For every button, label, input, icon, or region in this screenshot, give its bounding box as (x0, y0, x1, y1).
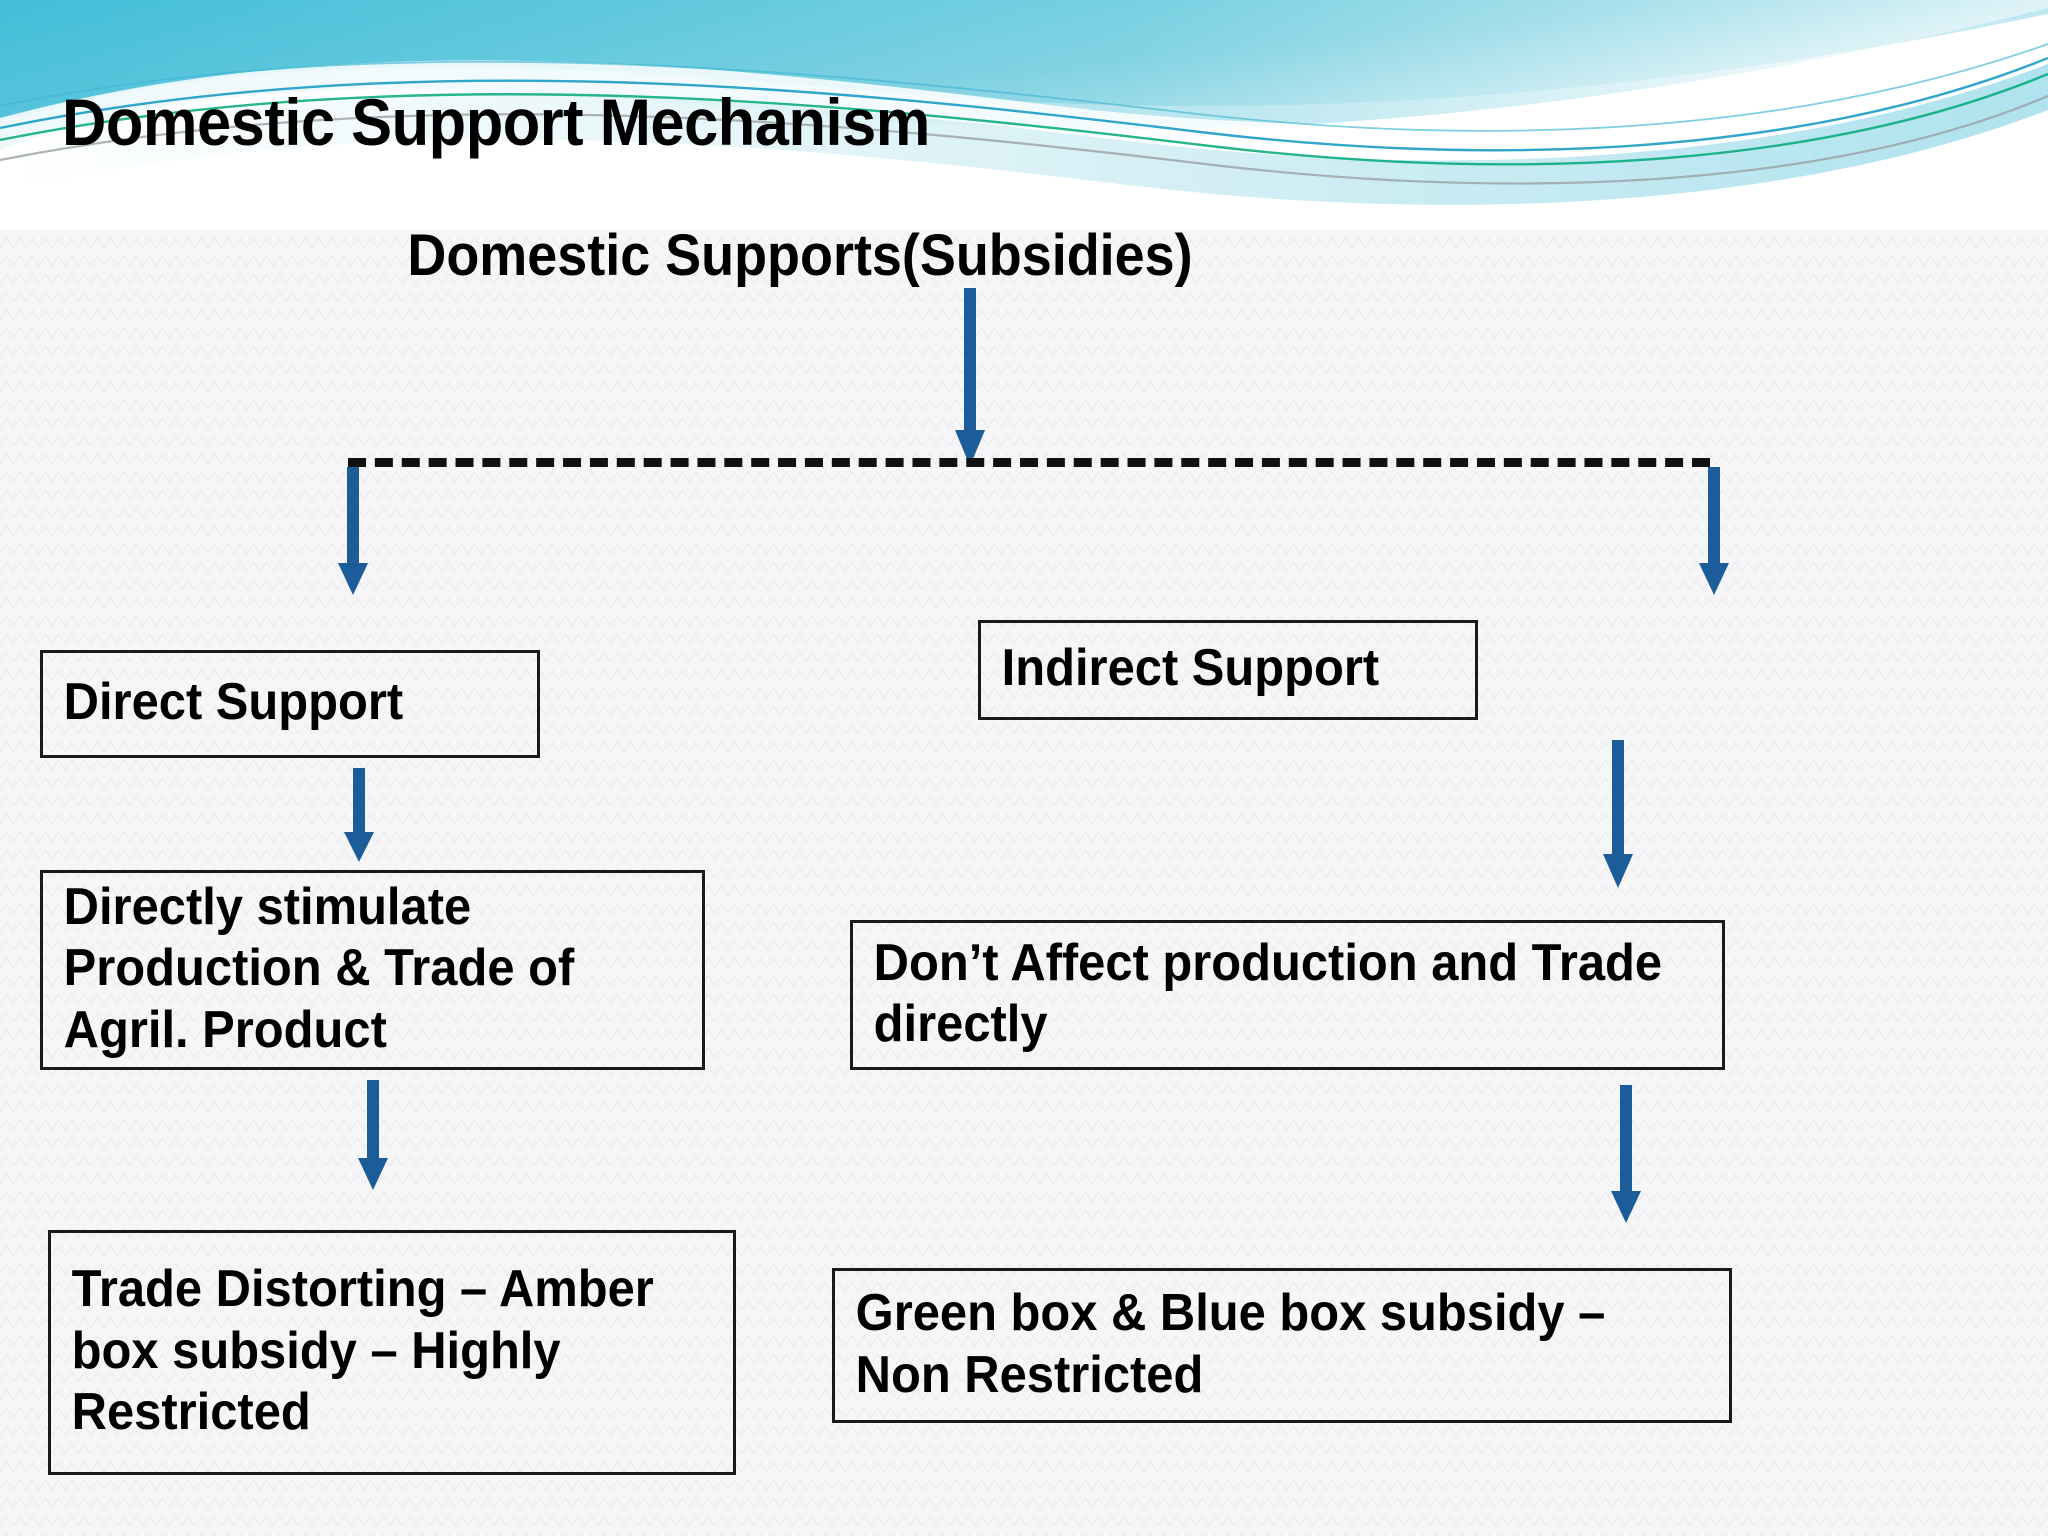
page-subtitle: Domestic Supports(Subsidies) (407, 223, 1193, 288)
node-trade-distorting: Trade Distorting – Amber box subsidy – H… (48, 1230, 736, 1475)
direct-to-stimulate-arrow-icon (344, 768, 374, 862)
node-directly-stimulate-label: Directly stimulate Production & Trade of… (63, 877, 575, 1059)
node-green-blue-label: Green box & Blue box subsidy – Non Restr… (855, 1284, 1606, 1404)
node-trade-distorting-label: Trade Distorting – Amber box subsidy – H… (71, 1260, 654, 1442)
split-dashed-connector (348, 458, 1710, 467)
node-dont-affect: Don’t Affect production and Trade direct… (850, 920, 1725, 1070)
node-indirect-support: Indirect Support (978, 620, 1478, 720)
right-branch-down-arrow-icon (1699, 467, 1729, 595)
header-wave-decoration (0, 0, 2048, 230)
root-down-arrow-icon (955, 288, 985, 466)
node-direct-support: Direct Support (40, 650, 540, 758)
page-title: Domestic Support Mechanism (62, 85, 930, 159)
dontaffect-to-greenblue-arrow-icon (1611, 1085, 1641, 1223)
left-branch-down-arrow-icon (338, 467, 368, 595)
node-directly-stimulate: Directly stimulate Production & Trade of… (40, 870, 705, 1070)
node-green-blue: Green box & Blue box subsidy – Non Restr… (832, 1268, 1732, 1423)
stimulate-to-distorting-arrow-icon (358, 1080, 388, 1190)
node-direct-support-label: Direct Support (63, 673, 404, 732)
node-dont-affect-label: Don’t Affect production and Trade direct… (873, 933, 1663, 1053)
node-indirect-support-label: Indirect Support (1001, 639, 1380, 698)
indirect-to-dontaffect-arrow-icon (1603, 740, 1633, 888)
